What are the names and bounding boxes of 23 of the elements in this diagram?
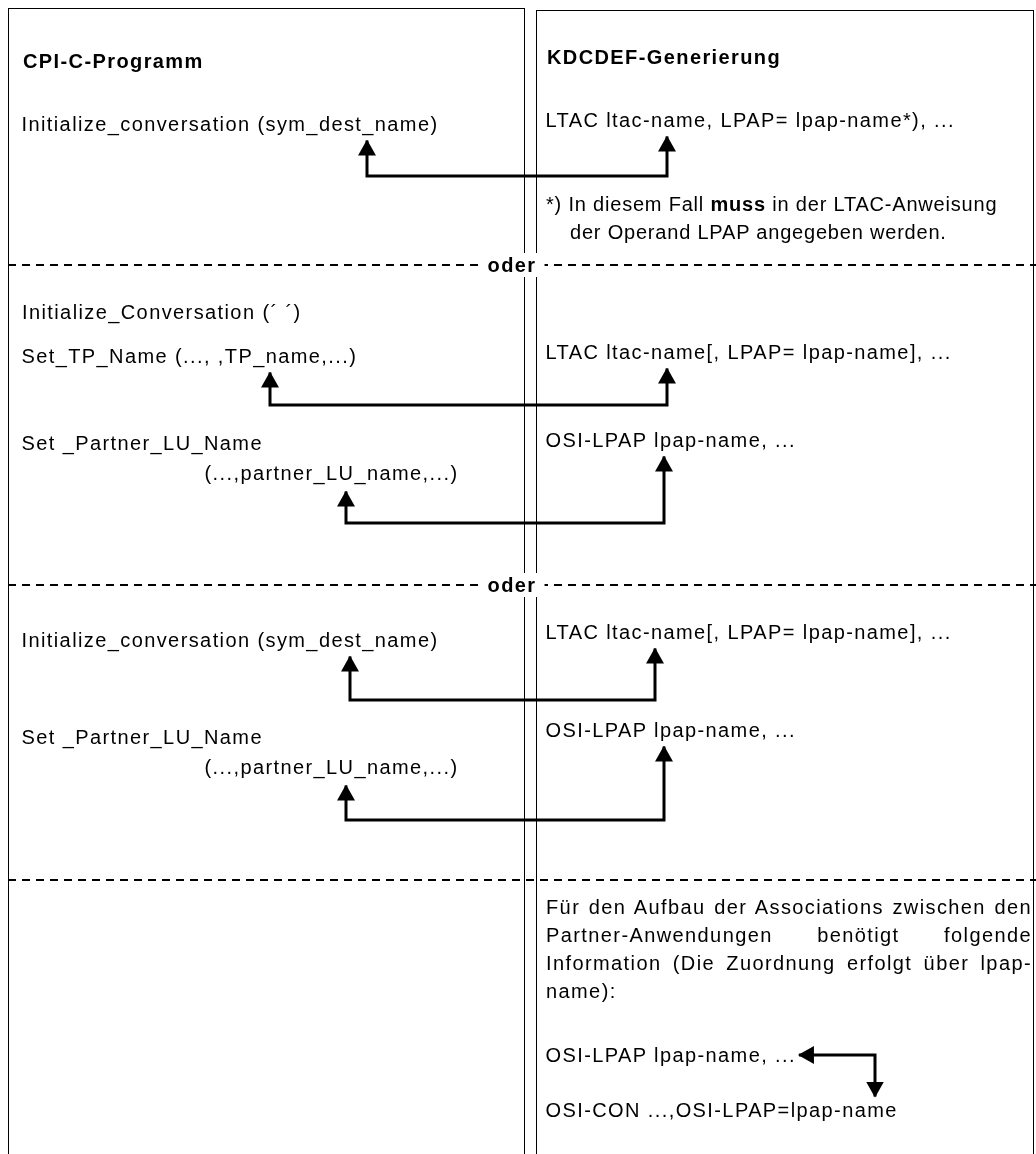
code-statement: OSI-LPAP lpap-name, ... — [545, 717, 796, 743]
connector-arrow — [797, 1046, 884, 1098]
connector-arrow — [358, 135, 676, 178]
footnote: *) In diesem Fall muss in der LTAC-Anweisung der Operand LPAP angegeben werden. — [546, 192, 999, 245]
code-statement: Initialize_conversation (sym_dest_name) — [21, 111, 439, 137]
column-heading: KDCDEF-Generierung — [547, 45, 782, 70]
connector-arrow — [341, 647, 664, 702]
note-paragraph: Für den Aufbau der Associations zwischen den Partner-Anwendungen benötigt folgende Information (Die Zuordnung erfolgt über lpap-name): — [546, 895, 1032, 1004]
connector-arrow — [337, 455, 673, 525]
code-statement: LTAC ltac-name[, LPAP= lpap-name], ... — [545, 619, 952, 645]
code-statement: Set _Partner_LU_Name (...,partner_LU_name,...) — [21, 427, 475, 488]
code-statement: Initialize_Conversation (´ ´) — [22, 300, 302, 325]
code-statement: OSI-LPAP lpap-name, ... — [545, 1042, 796, 1068]
code-statement: LTAC ltac-name[, LPAP= lpap-name], ... — [545, 339, 952, 365]
code-statement: Set_TP_Name (..., ,TP_name,...) — [21, 343, 358, 369]
code-statement: LTAC ltac-name, LPAP= lpap-name*), ... — [545, 107, 955, 133]
code-statement: OSI-CON ...,OSI-LPAP=lpap-name — [545, 1097, 898, 1123]
code-statement: Set _Partner_LU_Name (...,partner_LU_name,...) — [21, 721, 475, 782]
column-heading: CPI-C-Programm — [23, 49, 204, 74]
code-statement: OSI-LPAP lpap-name, ... — [545, 427, 796, 453]
code-statement: Initialize_conversation (sym_dest_name) — [21, 627, 439, 653]
connector-arrow — [261, 367, 676, 407]
connector-arrow — [337, 745, 673, 822]
